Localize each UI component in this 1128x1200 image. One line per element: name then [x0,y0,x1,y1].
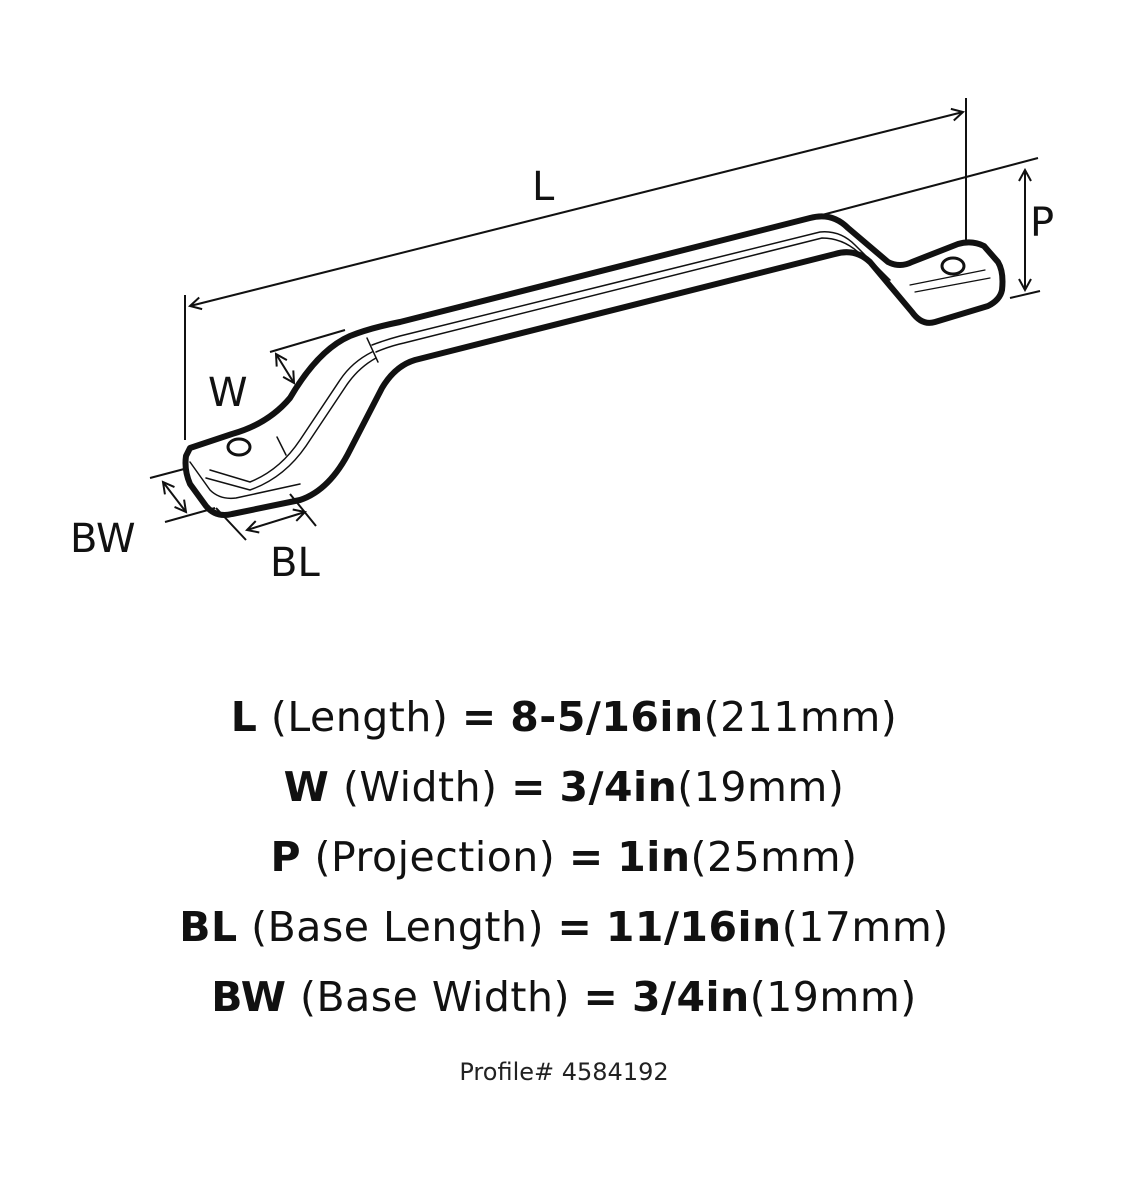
handle-drawing [182,213,1006,518]
spec-metric: (211mm) [703,693,898,741]
spec-name: (Base Width) [300,973,570,1021]
spec-key: W [283,763,330,811]
spec-metric: (19mm) [677,763,845,811]
spec-key: P [270,833,301,881]
spec-length: L (Length) = 8-5/16in(211mm) [0,682,1128,752]
spec-key: L [230,693,258,741]
profile-number: Profile# 4584192 [459,1058,669,1086]
label-base-length: BL [270,540,320,586]
spec-projection: P (Projection) = 1in(25mm) [0,822,1128,892]
spec-name: (Base Length) [251,903,544,951]
label-base-width: BW [70,516,136,562]
spec-metric: (17mm) [781,903,949,951]
spec-equals: = [583,973,619,1021]
specifications-list: L (Length) = 8-5/16in(211mm) W (Width) =… [0,682,1128,1032]
spec-imperial: 3/4in [631,973,750,1021]
spec-key: BW [211,973,287,1021]
mounting-hole-left [226,437,252,457]
handle-dimension-diagram: L P W BW BL [70,98,1054,586]
spec-name: (Width) [342,763,498,811]
spec-imperial: 8-5/16in [510,693,704,741]
spec-key: BL [179,903,238,951]
spec-equals: = [568,833,604,881]
spec-imperial: 1in [617,833,691,881]
spec-metric: (19mm) [749,973,917,1021]
label-length: L [532,164,555,210]
spec-base-length: BL (Base Length) = 11/16in(17mm) [0,892,1128,962]
spec-equals: = [557,903,593,951]
dimension-lines [149,98,1041,541]
spec-width: W (Width) = 3/4in(19mm) [0,752,1128,822]
spec-base-width: BW (Base Width) = 3/4in(19mm) [0,962,1128,1032]
label-projection: P [1030,200,1054,246]
label-width: W [208,370,248,416]
spec-metric: (25mm) [690,833,858,881]
spec-name: (Projection) [314,833,556,881]
spec-imperial: 11/16in [605,903,782,951]
spec-equals: = [511,763,546,811]
spec-imperial: 3/4in [559,763,678,811]
spec-equals: = [461,693,497,741]
mounting-hole-right [940,256,966,276]
spec-name: (Length) [270,693,449,741]
